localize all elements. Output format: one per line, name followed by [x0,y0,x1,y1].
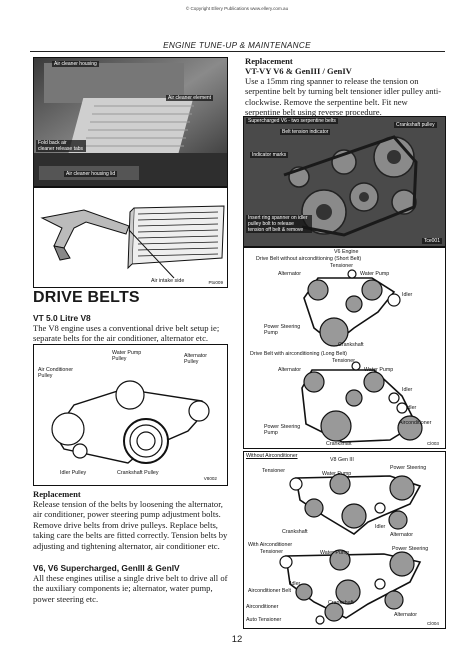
label-alternator-ac: Alternator [394,612,417,618]
diagram-v6-belts: V6 Engine Drive Belt without airconditio… [243,247,446,449]
label-alternator-noac: Alternator [390,532,413,538]
v8-gen3-art [279,473,422,625]
drive-belts-title: DRIVE BELTS [33,289,140,306]
label-idler-pulley: Idler Pulley [60,470,87,476]
label-idler-long-1: Idler [402,387,413,393]
label-ac-belt: Airconditioner Belt [248,588,291,594]
label-idler-short: Idler [402,292,413,298]
diagram-air-element: Air intake side Pto009 [33,187,228,288]
copyright-notice: © Copyright Ellery Publications www.elle… [185,6,289,11]
label-power-steering-noac: Power Steering [390,465,427,471]
label-idler-ac: Idler [290,581,301,587]
diagram-v8-belts: Water Pump Pulley Alternator Pulley Air … [33,344,228,486]
label-tensioner-noac: Tensioner [262,468,285,474]
label-water-pump-ac: Water Pump [320,550,350,556]
air-element-art [40,205,225,279]
label-airconditioner-gen3: Airconditioner [246,604,279,610]
label-crankshaft-ac: Crankshaft [328,600,354,606]
label-air-intake-side: Air intake side [151,278,185,284]
v6-belts-art [301,269,423,443]
code-cl004: Cl004 [426,621,439,626]
code-v8002: V8002 [203,476,217,481]
label-water-pump-long: Water Pump [364,367,394,373]
label-long-belt-caption: Drive Belt with airconditioning (Long Be… [250,351,347,357]
section-title: ENGINE TUNE-UP & MAINTENANCE [163,41,311,50]
label-with-ac: With Airconditioner [248,542,293,548]
label-tensioner-long: Tensioner [332,358,355,364]
label-insert-ring-spanner: Insert ring spanner on idler pulley bolt… [246,215,312,233]
label-auto-tensioner: Auto Tensioner [246,617,282,623]
label-alternator-pulley: Alternator Pulley [184,353,207,365]
air-cleaner-photo-art [34,58,227,186]
v6-heading: V6, V6 Supercharged, GenIII & GenIV [33,563,180,573]
code-tce001: Tce001 [421,238,442,244]
label-belt-tension-indicator: Belt tension indicator [280,129,331,135]
label-v6-engine-title: V6 Engine [334,249,359,255]
label-power-steering-short: Power Steering Pump [264,324,301,336]
replacement-heading-right: Replacement [245,56,293,66]
diagram-v8-gen3: Without Airconditioner V8 Gen III Tensio… [243,451,446,629]
label-fold-back-tabs: Fold back air cleaner release tabs [36,140,86,152]
replacement-text-left: Release tension of the belts by loosenin… [33,499,228,551]
v8-belts-art [51,380,210,464]
replacement-heading-left: Replacement [33,489,81,499]
label-tensioner-short: Tensioner [330,263,353,269]
label-power-steering-long: Power Steering Pump [264,424,301,436]
label-without-ac: Without Airconditioner [246,453,298,459]
label-crankshaft-short: Crankshaft [338,342,364,348]
label-crankshaft-long: Crankshaft [326,441,352,447]
label-water-pump-noac: Water Pump [322,471,352,477]
label-crankshaft-pulley-photo: Crankshaft pulley [394,122,437,128]
label-water-pump-pulley: Water Pump Pulley [112,350,142,362]
vt-heading: VT 5.0 Litre V8 [33,313,91,323]
label-crankshaft-noac: Crankshaft [282,529,308,535]
replacement-text-right: Use a 15mm ring spanner to release the t… [245,76,442,118]
label-alternator-short: Alternator [278,271,301,277]
label-v8-gen3-title: V8 Gen III [330,457,354,463]
vt-text: The V8 engine uses a conventional drive … [33,323,220,344]
label-supercharged-caption: Supercharged V6 - two serpentine belts [246,118,338,124]
header-rule [30,51,445,52]
label-water-pump-short: Water Pump [360,271,390,277]
v6-text: All these engines utilise a single drive… [33,573,228,604]
label-airconditioner-v6: Airconditioner [399,420,432,426]
page-number: 12 [231,634,243,645]
photo-air-cleaner: Air cleaner housing Air cleaner element … [33,57,228,187]
label-air-cleaner-housing: Air cleaner housing [52,61,99,67]
code-pto009: Pto009 [208,280,223,285]
label-short-belt-caption: Drive Belt without airconditioning (Shor… [256,256,362,262]
code-cl003: Cl003 [426,441,439,446]
label-crankshaft-pulley: Crankshaft Pulley [117,470,159,476]
label-idler-noac: Idler [375,524,386,530]
photo-supercharged-v6: Supercharged V6 - two serpentine belts B… [243,116,446,247]
label-idler-long-2: Idler [406,405,417,411]
label-air-cleaner-element: Air cleaner element [166,95,214,101]
label-power-steering-ac: Power Steering [392,546,429,552]
label-air-con-pulley: Air Conditioner Pulley [38,367,74,379]
label-tensioner-ac: Tensioner [260,549,283,555]
label-indicator-marks: Indicator marks [250,152,289,158]
replacement-subheading-right: VT-VY V6 & GenIII / GenIV [245,66,352,76]
label-alternator-long: Alternator [278,367,301,373]
label-air-cleaner-lid: Air cleaner housing lid [64,171,118,177]
